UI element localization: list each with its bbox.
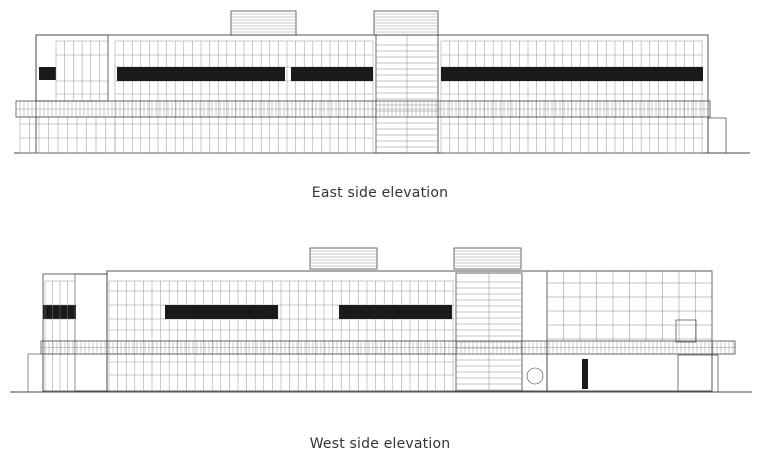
west-left-annex	[27, 353, 44, 393]
west-elevation-caption: West side elevation	[309, 436, 451, 452]
west-roof-unit-left-louvers	[310, 250, 377, 267]
west-entry	[677, 354, 719, 393]
west-roof-unit-left	[309, 247, 378, 270]
west-canopy-block	[675, 319, 697, 343]
east-balcony-rail-pattern	[15, 101, 710, 117]
west-door-slot	[582, 359, 588, 389]
west-stair-core-lines	[456, 273, 522, 391]
west-elevation	[10, 247, 752, 393]
east-band-left	[117, 67, 285, 81]
west-left-band	[43, 305, 76, 319]
west-roof-unit-right-louvers	[454, 250, 521, 267]
west-band-1	[165, 305, 278, 319]
west-round-door	[526, 367, 544, 385]
east-left-block-band	[39, 67, 56, 80]
east-elevation	[14, 10, 750, 154]
east-band-right	[441, 67, 703, 81]
east-elevation-caption: East side elevation	[311, 185, 449, 201]
west-right-block-panels	[546, 271, 713, 341]
west-roof-unit-right	[453, 247, 522, 270]
west-window-grids	[44, 280, 454, 392]
west-left-block-inner	[74, 273, 108, 392]
west-band-2	[339, 305, 452, 319]
east-window-grids	[19, 40, 703, 154]
east-stair-core-lines	[376, 35, 438, 153]
west-main-volume	[106, 270, 548, 392]
east-right-annex	[707, 117, 727, 154]
east-band-middle	[291, 67, 373, 81]
east-roof-unit-left-louvers	[231, 13, 296, 33]
west-balcony-rail-pattern	[40, 341, 735, 354]
east-roof-unit-right-louvers	[374, 13, 438, 33]
